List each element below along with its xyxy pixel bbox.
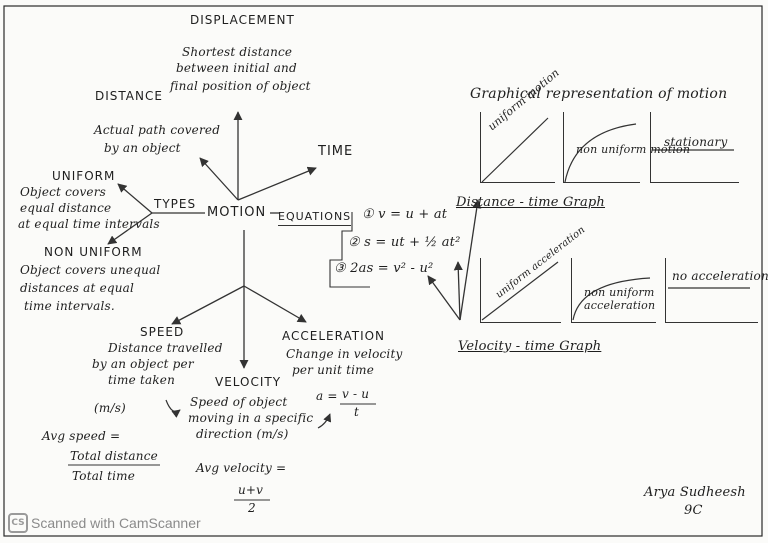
non-uniform-line-3: time intervals. [24, 299, 115, 313]
vt-graph-non-uniform [571, 258, 656, 323]
velocity-line-2: moving in a specific [188, 411, 314, 425]
arrow-speed-velocity [165, 399, 181, 418]
avg-velocity-numerator: u+v [238, 483, 264, 497]
vt-uniform-line [481, 261, 559, 321]
signature-class: 9C [684, 503, 703, 518]
arrow-non-uniform [107, 212, 153, 245]
uniform-heading: UNIFORM [52, 169, 116, 183]
equations-label: EQUATIONS [278, 210, 352, 226]
non-uniform-line-1: Object covers unequal [20, 263, 161, 277]
distance-heading: DISTANCE [95, 89, 163, 103]
equations-bracket [329, 212, 370, 288]
arrow-eq-vt [427, 275, 461, 321]
camscanner-watermark: CS Scanned with CamScanner [8, 513, 201, 533]
distance-line-2: by an object [104, 141, 181, 155]
acceleration-line-1: Change in velocity [286, 347, 403, 361]
avg-speed-denominator: Total time [72, 469, 136, 483]
dt-graph-stationary [650, 112, 739, 183]
speed-heading: SPEED [140, 325, 185, 339]
dt-uniform-line [481, 117, 549, 183]
avg-velocity-label: Avg velocity = [196, 461, 287, 475]
uniform-line-1: Object covers [20, 185, 107, 199]
signature-name: Arya Sudheesh [644, 485, 746, 500]
non-uniform-line-2: distances at equal [20, 281, 135, 295]
displacement-line-1: Shortest distance [182, 45, 293, 59]
acceleration-formula-denominator: t [354, 405, 360, 419]
displacement-heading: DISPLACEMENT [190, 13, 295, 27]
time-heading: TIME [318, 144, 354, 159]
vt-graph-no-accel [665, 258, 758, 323]
vt-label-no-accel: no acceleration [672, 269, 768, 283]
dt-graph-uniform [480, 112, 555, 183]
avg-velocity-denominator: 2 [248, 501, 256, 515]
arrow-eq-vt-2 [453, 261, 463, 321]
acceleration-formula-numerator: v - u [342, 387, 370, 401]
displacement-line-3: final position of object [170, 79, 311, 93]
distance-line-1: Actual path covered [94, 123, 221, 137]
acceleration-line-2: per unit time [292, 363, 375, 377]
avg-speed-label: Avg speed = [42, 429, 121, 443]
dt-caption: Distance - time Graph [456, 195, 606, 210]
non-uniform-heading: NON UNIFORM [44, 245, 143, 259]
speed-line-3: time taken [108, 373, 176, 387]
acceleration-heading: ACCELERATION [282, 329, 386, 343]
vt-label-non-uniform: non uniform acceleration [584, 286, 656, 313]
speed-line-1: Distance travelled [108, 341, 223, 355]
velocity-line-3: direction (m/s) [196, 427, 289, 441]
page-border [3, 5, 763, 537]
vt-caption: Velocity - time Graph [458, 339, 602, 354]
uniform-line-3: at equal time intervals [18, 217, 160, 231]
vt-graph-uniform [480, 258, 561, 323]
vt-nonuniform-curve [572, 277, 651, 321]
types-label: TYPES [154, 197, 197, 211]
dt-label-stationary: stationary [664, 135, 728, 149]
watermark-text: Scanned with CamScanner [31, 515, 201, 531]
equation-2: ② s = ut + ½ at² [348, 235, 461, 250]
uniform-line-2: equal distance [20, 201, 112, 215]
center-label: MOTION [207, 205, 267, 220]
speed-unit: (m/s) [94, 401, 126, 415]
dt-label-non-uniform: non uniform motion [576, 143, 691, 156]
camscanner-logo-icon: CS [8, 513, 28, 533]
arrow-velocity-acceleration [317, 413, 332, 429]
arrow-acceleration [243, 285, 307, 323]
graphs-title: Graphical representation of motion [470, 86, 728, 102]
velocity-heading: VELOCITY [215, 375, 282, 389]
arrow-uniform [117, 183, 153, 214]
equation-1: ① v = u + at [362, 207, 448, 222]
avg-speed-numerator: Total distance [70, 449, 158, 463]
arrow-eq-dt [459, 199, 482, 321]
arrow-time [237, 166, 317, 201]
dt-nonuniform-curve [564, 123, 637, 183]
dt-graph-non-uniform [563, 112, 640, 183]
displacement-line-2: between initial and [176, 61, 297, 75]
acceleration-formula-lhs: a = [316, 389, 338, 403]
arrow-distance [199, 157, 239, 201]
speed-line-2: by an object per [92, 357, 194, 371]
equation-3: ③ 2as = v² - u² [334, 261, 434, 276]
arrow-speed [171, 285, 245, 325]
velocity-line-1: Speed of object [190, 395, 288, 409]
